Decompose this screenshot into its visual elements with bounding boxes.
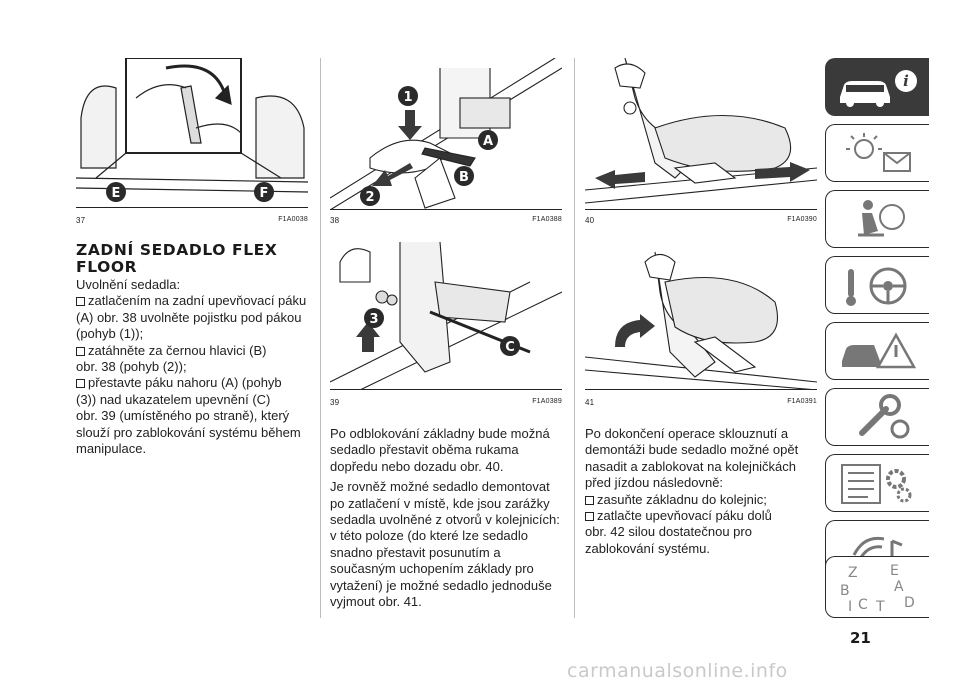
figure-code: F1A0390 — [787, 216, 817, 223]
tab-technical-data[interactable] — [825, 454, 929, 512]
text-line: demontáži bude sedadlo možné opět — [585, 442, 799, 458]
text-line: současným uchopením základy pro — [330, 561, 534, 577]
list-item-text: přestavte páku nahoru (A) (pohyb — [88, 375, 282, 391]
text-line: po zatlačení v místě, kde jsou zarážky — [330, 495, 550, 511]
list-item-text: zatlačením na zadní upevňovací páku — [88, 293, 307, 309]
figure-40-illustration — [585, 58, 817, 210]
figure-37-illustration: E F — [76, 58, 308, 208]
index-letter: B — [840, 583, 850, 599]
text-line: vyjmout obr. 41. — [330, 594, 422, 610]
steering-wheel-icon — [846, 267, 907, 306]
text-line: (pohyb (1)); — [76, 326, 144, 342]
text-line: Po dokončení operace sklouznutí a — [585, 426, 789, 441]
index-letter: C — [858, 597, 868, 613]
tab-maintenance[interactable] — [825, 388, 929, 446]
car-info-icon: i — [840, 70, 917, 107]
heading-line: FLOOR — [76, 258, 138, 276]
section-heading: ZADNÍ SEDADLO FLEX FLOOR — [76, 242, 277, 276]
text-line: (3)) nad ukazatelem upevnění (C) — [76, 391, 271, 407]
text-line: Po odblokování základny bude možná — [330, 426, 550, 441]
index-letter: A — [894, 579, 904, 595]
index-letter: D — [904, 595, 915, 611]
figure-38-illustration: 1 A B 2 — [330, 58, 562, 210]
list-item: přestavte páku nahoru (A) (pohyb — [76, 375, 308, 391]
footer-watermark[interactable]: carmanualsonline.info — [567, 660, 788, 682]
tab-car-info[interactable]: i — [825, 58, 929, 116]
list-item: zatlačením na zadní upevňovací páku — [76, 293, 308, 309]
warning-lights-icon — [846, 133, 911, 172]
intro-text: Uvolnění sedadla: — [76, 277, 181, 292]
list-item-text: zatáhněte za černou hlavici (B) — [88, 342, 267, 358]
figure-code: F1A0391 — [787, 398, 817, 405]
index-letter: I — [848, 599, 852, 615]
wrench-icon — [859, 394, 910, 439]
text-line: slouží pro zablokování systému během — [76, 424, 301, 440]
tab-emergency[interactable] — [825, 322, 929, 380]
text-line: nasadit a zablokovat na kolejničkách — [585, 458, 797, 474]
figure-code: F1A0038 — [278, 216, 308, 223]
index-letter: T — [875, 599, 885, 615]
text-line: v této poloze (do které lze sedadlo — [330, 528, 529, 544]
figure-code: F1A0389 — [532, 398, 562, 405]
alphabetic-index-icon: Z E A B C T D I — [840, 563, 915, 615]
figure-41-illustration — [585, 242, 817, 390]
list-item-text: zasuňte základnu do kolejnic; — [597, 491, 767, 507]
list-item-text: zatlačte upevňovací páku dolů — [597, 508, 772, 524]
svg-text:i: i — [903, 72, 909, 90]
heading-line: ZADNÍ SEDADLO FLEX — [76, 241, 278, 259]
tab-alphabetic-index[interactable]: Z E A B C T D I — [825, 556, 929, 618]
figure-label-B: B — [459, 170, 469, 185]
figure-label-3: 3 — [369, 312, 378, 327]
right-body: Po dokončení operace sklouznutí a demont… — [585, 426, 817, 557]
figure-number: 39 — [330, 398, 340, 407]
figure-label-1: 1 — [403, 90, 412, 105]
text-line: zablokování systému. — [585, 540, 711, 556]
text-line: sedadla uvolněné z otvorů v kolejnicích: — [330, 512, 560, 528]
tab-safety[interactable] — [825, 190, 929, 248]
figure-label-A: A — [483, 134, 493, 149]
text-line: (A) obr. 38 uvolněte pojistku pod pákou — [76, 309, 302, 325]
text-line: manipulace. — [76, 441, 147, 457]
text-line: obr. 38 (pohyb (2)); — [76, 359, 187, 375]
text-line: obr. 39 (umístěného po straně), který — [76, 408, 290, 424]
tab-starting-driving[interactable] — [825, 256, 929, 314]
text-line: před jízdou následovně: — [585, 475, 724, 491]
index-letter: E — [890, 563, 899, 579]
list-item: zasuňte základnu do kolejnic; — [585, 492, 817, 508]
figure-number: 38 — [330, 216, 340, 225]
column-divider — [574, 58, 575, 618]
text-line: vytažení) je možné sedadlo jednoduše — [330, 577, 552, 593]
figure-label-2: 2 — [365, 190, 374, 205]
text-line: obr. 42 silou dostatečnou pro — [585, 524, 752, 540]
column-divider — [320, 58, 321, 618]
figure-number: 37 — [76, 216, 86, 225]
page-number: 21 — [850, 629, 871, 647]
specs-gears-icon — [841, 464, 912, 504]
list-item: zatáhněte za černou hlavici (B) — [76, 343, 308, 359]
figure-number: 41 — [585, 398, 595, 407]
index-letter: Z — [848, 565, 858, 581]
airbag-icon — [858, 200, 905, 237]
figure-number: 40 — [585, 216, 595, 225]
text-line: sedadlo přestavit oběma rukama — [330, 442, 519, 458]
figure-label-C: C — [505, 340, 515, 355]
text-line: snadno přestavit posunutím a — [330, 544, 501, 560]
car-hazard-icon — [842, 332, 917, 369]
figure-label-E: E — [112, 186, 121, 201]
middle-body: Po odblokování základny bude možná sedad… — [330, 426, 562, 610]
section-body: Uvolnění sedadla: zatlačením na zadní up… — [76, 277, 308, 457]
text-line: dopředu nebo dozadu obr. 40. — [330, 458, 504, 474]
text-line: Je rovněž možné sedadlo demontovat — [330, 479, 550, 495]
figure-label-F: F — [260, 186, 269, 201]
list-item: zatlačte upevňovací páku dolů — [585, 508, 817, 524]
figure-39-illustration: 3 C — [330, 242, 562, 390]
tab-warning-lights[interactable] — [825, 124, 929, 182]
figure-code: F1A0388 — [532, 216, 562, 223]
